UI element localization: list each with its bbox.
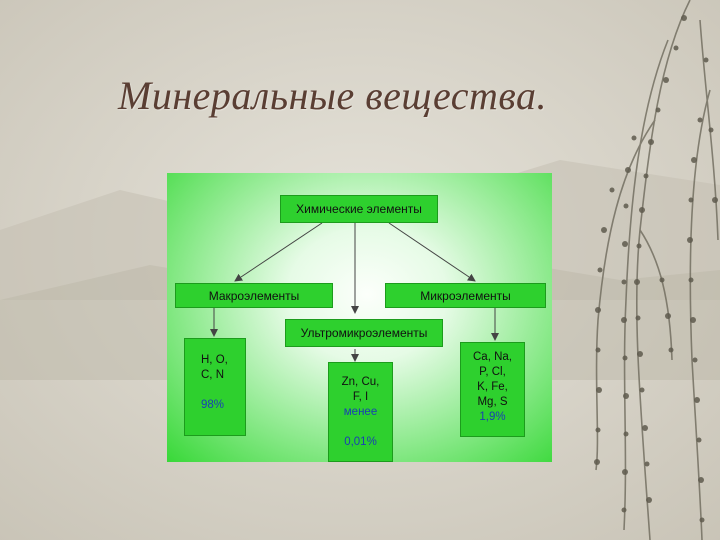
ultramicro-share: 0,01%: [344, 436, 377, 448]
arrow-root-to-macro: [234, 222, 323, 282]
macro-elements-box: H, O, C, N 98%: [184, 338, 246, 436]
macro-node: Макроэлементы: [175, 283, 333, 308]
ultramicro-node: Ультромикроэлементы: [285, 319, 443, 347]
ultramicro-elements-line1: Zn, Cu,: [341, 376, 380, 388]
micro-elements-box: Ca, Na, P, Cl, K, Fe, Mg, S 1,9%: [460, 342, 525, 437]
slide-title: Минеральные вещества.: [118, 73, 548, 118]
macro-share: 98%: [201, 399, 225, 411]
micro-elements-line2: P, Cl,: [479, 366, 506, 378]
micro-elements-line4: Mg, S: [477, 396, 508, 408]
ultramicro-label: Ультромикроэлементы: [300, 326, 428, 340]
root-label: Химические элементы: [296, 202, 422, 216]
macro-elements-line2: C, N: [201, 369, 224, 381]
ultramicro-qualifier: менее: [343, 406, 378, 418]
root-node: Химические элементы: [280, 195, 438, 223]
ultramicro-elements-box: Zn, Cu, F, I менее 0,01%: [328, 362, 393, 462]
ultramicro-elements-line2: F, I: [352, 391, 369, 403]
arrow-root-to-micro: [388, 222, 476, 282]
micro-elements-line3: K, Fe,: [477, 381, 508, 393]
diagram-panel: Химические элементы Макроэлементы Микроэ…: [167, 173, 552, 462]
micro-share: 1,9%: [479, 411, 506, 423]
micro-label: Микроэлементы: [420, 288, 511, 303]
macro-label: Макроэлементы: [208, 288, 300, 303]
micro-node: Микроэлементы: [385, 283, 546, 308]
micro-elements-line1: Ca, Na,: [473, 351, 512, 363]
connector-arrows: [210, 222, 499, 362]
macro-elements-line1: H, O,: [201, 354, 228, 366]
